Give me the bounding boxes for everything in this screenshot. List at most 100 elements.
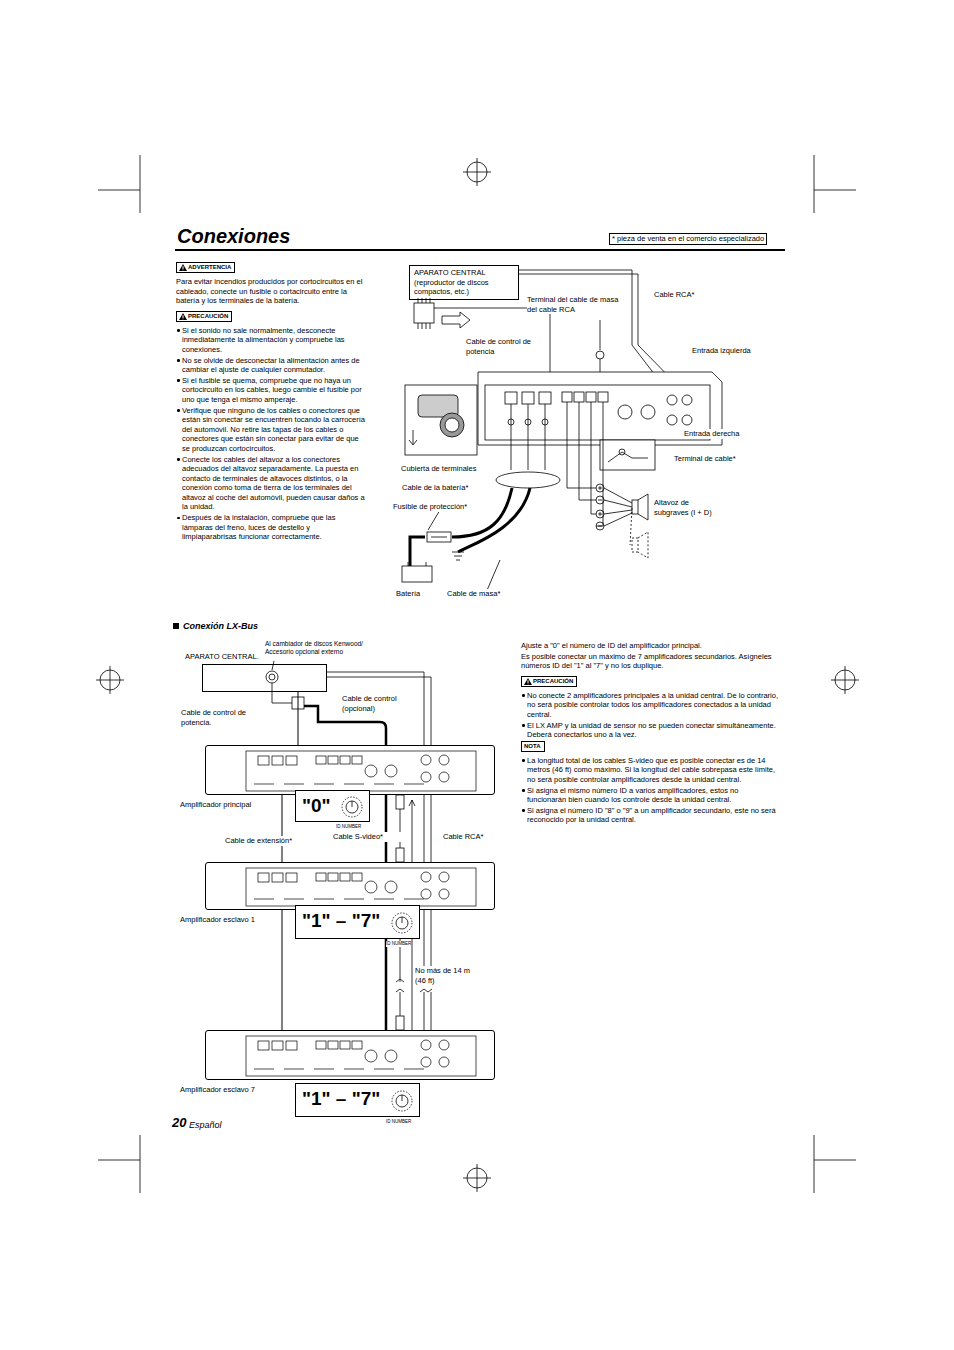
warning-tag: NOTA xyxy=(521,741,545,752)
lx-wiring xyxy=(396,795,404,809)
top-wiring xyxy=(618,405,632,419)
label-text: Cable de control (opcional) xyxy=(342,694,412,713)
amp-art xyxy=(344,784,364,785)
top-wiring xyxy=(667,415,677,425)
amp-art xyxy=(404,1069,424,1070)
top-wiring xyxy=(598,486,602,526)
bullet-text: Si asigna el número ID "8" o "9" a un am… xyxy=(527,806,779,825)
warning-tag: ADVERTENCIA xyxy=(176,262,235,273)
label-text: Terminal del cable de masa del cable RCA xyxy=(527,295,627,314)
amp-art xyxy=(352,1041,362,1049)
node-text: Amplificador esclavo 7 xyxy=(180,1085,255,1094)
top-wiring xyxy=(600,320,601,350)
label-text: Altavoz de subgraves (I + D) xyxy=(654,498,724,517)
amp-art xyxy=(340,1041,350,1049)
amp-art xyxy=(352,873,362,881)
amp-art xyxy=(439,755,449,765)
rotary-switch xyxy=(392,1091,412,1111)
bullet-text: No se olvide de desconectar la alimentac… xyxy=(182,356,366,375)
label-text: Cable de masa* xyxy=(447,589,507,599)
rotary-switch xyxy=(390,911,414,935)
bullet-text: La longitud total de los cables S-video … xyxy=(527,756,779,785)
label-text: Entrada derecha xyxy=(684,429,754,439)
amp-art xyxy=(246,868,476,906)
amp-art xyxy=(286,873,297,882)
warning-icon xyxy=(183,266,184,270)
bullet-dot xyxy=(177,517,180,520)
lx-wiring xyxy=(269,674,275,680)
label-text: Cable de control de potencia xyxy=(466,337,541,356)
amp-art xyxy=(314,784,334,785)
amp-art xyxy=(254,784,274,785)
label-text: Entrada izquierda xyxy=(692,346,762,356)
bullet-text: No conecte 2 amplificadores principales … xyxy=(527,691,779,720)
amp-art xyxy=(272,873,283,882)
amplifier: Amplificador esclavo 7 xyxy=(205,1030,495,1080)
top-wiring xyxy=(604,488,632,526)
amp-art xyxy=(314,1069,334,1070)
top-wiring xyxy=(511,404,545,470)
label-text: Cable de extensión* xyxy=(225,836,305,846)
bullet-dot xyxy=(177,458,180,461)
amp-art xyxy=(365,1050,377,1062)
amp-art xyxy=(316,756,326,764)
bullet-dot xyxy=(522,694,525,697)
amp-art xyxy=(284,899,304,900)
amp-art xyxy=(404,899,424,900)
id-number-label: ID NUMBER xyxy=(336,824,361,830)
label-text: Cable RCA* xyxy=(443,832,503,842)
amp-art xyxy=(314,899,334,900)
amp-art xyxy=(246,751,476,791)
lx-wiring xyxy=(424,795,431,1030)
amp-art xyxy=(258,873,269,882)
top-wiring xyxy=(505,392,517,404)
amp-art xyxy=(421,772,431,782)
cable-connector xyxy=(298,692,299,745)
node-text: Amplificador principal xyxy=(180,800,251,809)
body-text: Es posible conectar un máximo de 7 ampli… xyxy=(521,652,779,671)
lx-wiring xyxy=(266,661,432,1045)
node-text: "1" – "7" xyxy=(296,906,386,935)
top-wiring xyxy=(562,392,572,402)
warning-tag: PRECAUCIÓN xyxy=(176,311,232,322)
section-square xyxy=(173,623,179,629)
amp-art xyxy=(365,765,377,777)
amp-art xyxy=(439,872,449,882)
warning-icon xyxy=(528,680,529,684)
label-text: Cable RCA* xyxy=(654,290,714,300)
amp-art xyxy=(385,1050,397,1062)
label-text: Cubierta de terminales xyxy=(401,464,491,474)
top-wiring xyxy=(452,552,464,560)
bullet-text: Verifique que ninguno de los cables o co… xyxy=(182,406,366,454)
label-text: Español xyxy=(189,1120,239,1132)
amp-art xyxy=(421,1057,431,1067)
id-number-box: "1" – "7" xyxy=(295,905,420,939)
top-wiring xyxy=(522,392,534,404)
label-text: Conexión LX-Bus xyxy=(183,621,303,633)
top-wiring xyxy=(630,508,632,545)
rotary-switch xyxy=(392,1091,412,1111)
lx-wiring xyxy=(272,683,292,703)
amp-art xyxy=(284,1069,304,1070)
label-text: * pieza de venta en el comercio especial… xyxy=(609,233,767,245)
body-text: Para evitar incendios producidos por cor… xyxy=(176,277,366,306)
bullet-text: Después de la instalación, compruebe que… xyxy=(182,513,366,542)
amp-art xyxy=(328,1041,338,1049)
label-text: Cable de la batería* xyxy=(402,483,492,493)
warning-icon xyxy=(524,678,532,685)
amp-art xyxy=(246,868,476,906)
lx-wiring xyxy=(396,1016,404,1030)
amp-art xyxy=(439,1057,449,1067)
rotary-switch xyxy=(340,795,364,819)
crop-marks xyxy=(98,155,856,1193)
title-rule xyxy=(175,249,785,251)
bullet-dot xyxy=(177,379,180,382)
top-wiring xyxy=(667,395,677,405)
head-unit-box: APARATO CENTRAL (reproductor de discos c… xyxy=(409,265,519,300)
top-wiring xyxy=(567,402,603,526)
amp-art xyxy=(254,899,274,900)
amp-art xyxy=(404,784,424,785)
amp-art xyxy=(421,1040,431,1050)
